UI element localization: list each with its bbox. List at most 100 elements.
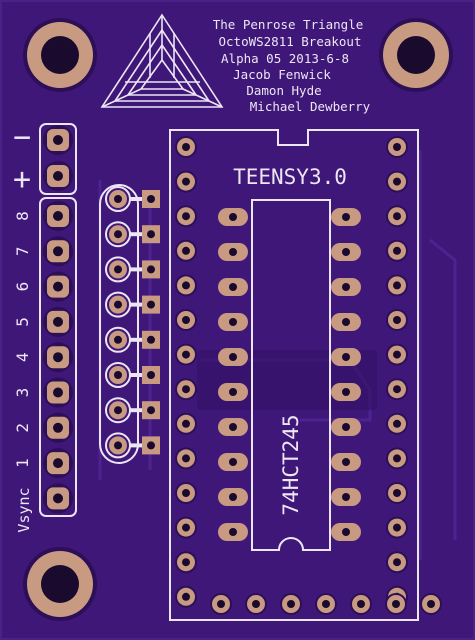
- teensy-pin: [175, 378, 197, 401]
- resistor: [105, 256, 160, 283]
- chip-pad: [218, 208, 248, 226]
- chip-pad: [218, 278, 248, 296]
- mounting-hole-bottom-left: [23, 547, 97, 621]
- teensy-pin: [386, 239, 408, 262]
- mounting-hole-top-right: [379, 18, 453, 92]
- chip-pad: [331, 418, 361, 436]
- chip-pad: [331, 243, 361, 261]
- resistor-array: [99, 184, 160, 464]
- teensy-pin: [386, 205, 408, 228]
- teensy-pin: [175, 239, 197, 262]
- chip-pad: [218, 523, 248, 541]
- chip-pad: [331, 313, 361, 331]
- credit-line-author-3: Michael Dewberry: [250, 99, 371, 114]
- credit-line-project: OctoWS2811 Breakout: [219, 34, 362, 49]
- teensy-pin: [350, 593, 372, 615]
- channel-header-outline: [39, 197, 77, 517]
- resistor: [105, 362, 160, 388]
- resistor-outline: [99, 184, 139, 464]
- mounting-hole-top-left: [23, 18, 97, 92]
- chip-pad: [218, 348, 248, 366]
- teensy-pin: [175, 585, 197, 608]
- header-pin: [43, 483, 73, 514]
- teensy-pin: [210, 593, 232, 615]
- teensy-pin: [386, 482, 408, 504]
- teensy-pin: [386, 551, 408, 574]
- header-pin: [43, 161, 73, 191]
- resistor: [105, 186, 160, 212]
- header-pin: [43, 448, 73, 479]
- chip-pad: [331, 348, 361, 366]
- resistor: [105, 221, 160, 248]
- chip-pad: [331, 488, 361, 506]
- chip-pad: [331, 208, 361, 226]
- chip-pad: [218, 418, 248, 436]
- credit-line-author-1: Jacob Fenwick: [233, 67, 331, 82]
- chip-outline: [251, 199, 331, 551]
- channel-label: 4: [13, 352, 32, 362]
- teensy-pin: [420, 593, 442, 615]
- teensy-pin: [386, 309, 408, 331]
- chip-label: 74HCT245: [279, 414, 303, 515]
- channel-label: 5: [13, 317, 32, 327]
- teensy-pin: [315, 593, 337, 615]
- teensy-pin: [175, 274, 197, 297]
- teensy-pin: [175, 551, 197, 574]
- teensy-bottom-pins: [210, 593, 442, 615]
- chip-pad: [331, 453, 361, 471]
- teensy-pin: [385, 593, 407, 615]
- teensy-pin: [175, 309, 197, 331]
- chip-left-pads: [218, 208, 248, 541]
- teensy-pin: [175, 343, 197, 366]
- power-plus-label: +: [13, 162, 31, 197]
- credit-line-version: Alpha 05 2013-6-8: [221, 51, 349, 66]
- teensy-pin: [386, 378, 408, 401]
- credits-block: The Penrose Triangle OctoWS2811 Breakout…: [213, 17, 371, 114]
- credit-line-author-2: Damon Hyde: [246, 83, 321, 98]
- teensy-pin: [280, 593, 302, 615]
- vsync-label: Vsync: [15, 487, 33, 532]
- resistor: [105, 291, 160, 318]
- channel-label: 3: [13, 388, 32, 398]
- output-header: [39, 123, 77, 517]
- chip-pad: [331, 278, 361, 296]
- channel-label: 2: [13, 423, 32, 433]
- header-pin: [43, 342, 73, 373]
- chip-pad: [331, 383, 361, 401]
- teensy-pin: [175, 170, 197, 193]
- teensy-pin: [175, 482, 197, 504]
- resistor: [105, 432, 160, 459]
- channel-label: 6: [13, 282, 32, 292]
- teensy-pin: [175, 412, 197, 435]
- teensy-left-pins: [175, 136, 197, 608]
- chip-pad: [218, 313, 248, 331]
- header-pin: [43, 306, 73, 337]
- penrose-triangle-icon: [100, 13, 224, 108]
- teensy-pin: [175, 136, 197, 158]
- header-pin: [43, 125, 73, 155]
- chip-pad: [218, 383, 248, 401]
- chip-pad: [218, 488, 248, 506]
- header-pin: [43, 201, 73, 231]
- power-minus-label: −: [13, 120, 31, 155]
- teensy-pin: [175, 516, 197, 539]
- teensy-label: TEENSY3.0: [233, 165, 347, 189]
- channel-label: 7: [13, 246, 32, 256]
- teensy-pin: [175, 447, 197, 470]
- teensy-pin: [386, 170, 408, 193]
- credit-line-title: The Penrose Triangle: [213, 17, 364, 32]
- resistor: [105, 397, 160, 424]
- chip-right-pads: [331, 208, 361, 541]
- power-header-outline: [39, 123, 77, 195]
- teensy-pin: [386, 412, 408, 435]
- header-pin: [43, 236, 73, 267]
- teensy-pin: [386, 136, 408, 158]
- chip-pad: [218, 243, 248, 261]
- resistor: [105, 326, 160, 353]
- teensy-pin: [386, 274, 408, 297]
- channel-label: 8: [13, 211, 32, 221]
- teensy-pin: [175, 205, 197, 228]
